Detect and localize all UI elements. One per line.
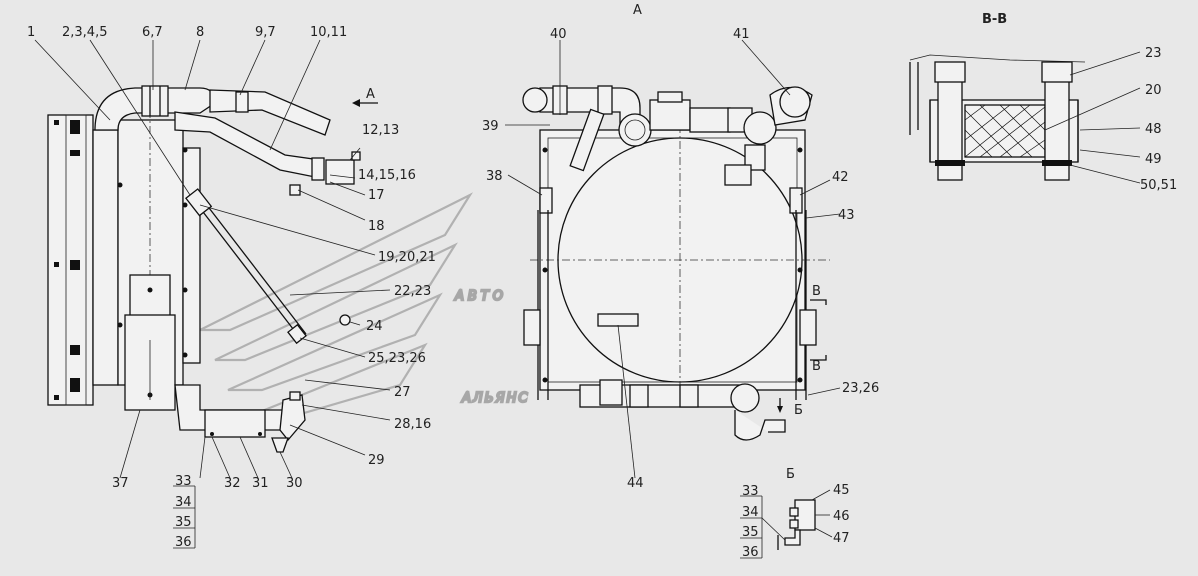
nut-24 [339,314,351,326]
callout-17: 17 [368,188,385,203]
callout-25-26: 25,23,26 [368,351,426,366]
arrow-v-lower: В [812,359,821,374]
callout-35: 35 [175,515,192,530]
drain-cock [271,437,289,453]
bracket-14 [325,159,355,185]
right-mount [799,309,817,346]
callout-41: 41 [733,27,750,42]
filler-neck [649,99,691,131]
callout-33: 33 [175,474,192,489]
callout-45: 45 [833,483,850,498]
sensor-head [185,188,213,217]
callout-2-5: 2,3,4,5 [62,25,107,40]
drain-elbow [279,394,306,442]
drain-pipe [734,410,786,441]
callout-23-26: 23,26 [842,381,879,396]
callout-12-13: 12,13 [362,123,399,138]
callout-8: 8 [196,25,204,40]
clip-18 [289,184,301,196]
callout-30: 30 [286,476,303,491]
section-vv [909,54,1086,181]
callout-27: 27 [394,385,411,400]
callout-1: 1 [27,25,35,40]
fan-shroud-plate [182,147,201,364]
side-view [47,85,361,453]
callout-10-11: 10,11 [310,25,347,40]
watermark: АВТО АЛЬЯНС [199,192,529,422]
callout-section-48: 48 [1145,122,1162,137]
watermark-line2: АЛЬЯНС [461,391,529,406]
callout-36: 36 [175,535,192,550]
callout-19-21: 19,20,21 [378,250,436,265]
callout-34: 34 [175,495,192,510]
insulator-pad [964,104,1046,158]
view-labels: А В-В Б А В В Б [352,3,1007,482]
radiator-frame [92,129,119,386]
callout-31: 31 [252,476,269,491]
callout-37: 37 [112,476,129,491]
detail-b [777,499,816,550]
insulator-hatch [964,104,1046,158]
bracket-38 [539,187,553,214]
radiator-fins [54,120,80,400]
drain-valve [730,383,760,413]
arrow-b-label: Б [794,403,803,418]
callout-detail-35: 35 [742,525,759,540]
outlet-right [743,111,777,145]
callout-46: 46 [833,509,850,524]
callout-38: 38 [486,169,503,184]
front-view-a [522,85,830,441]
callout-section-20: 20 [1145,83,1162,98]
arrow-a-label: А [366,87,375,102]
callout-9-7: 9,7 [255,25,276,40]
section-title: В-В [982,12,1007,27]
detail-b-label: Б [786,467,795,482]
arrow-v-upper: В [812,284,821,299]
callout-detail-34: 34 [742,505,759,520]
callout-28-16: 28,16 [394,417,431,432]
callout-section-49: 49 [1145,152,1162,167]
callout-47: 47 [833,531,850,546]
watermark-line1: АВТО [454,289,507,304]
sensor-rod [189,194,301,339]
callout-43: 43 [838,208,855,223]
callout-6-7: 6,7 [142,25,163,40]
sensor-44 [597,313,639,327]
callout-42: 42 [832,170,849,185]
callout-labels: 1 2,3,4,5 6,7 8 9,7 10,11 12,13 14,15,16… [27,25,1177,560]
view-a-label: А [633,3,642,18]
bracket-42 [789,187,803,214]
callout-29: 29 [368,453,385,468]
callout-detail-36: 36 [742,545,759,560]
callout-section-23: 23 [1145,46,1162,61]
watermark-logo-wings [199,192,474,422]
callout-section-50-51: 50,51 [1140,178,1177,193]
outlet-left [618,113,652,147]
callout-39: 39 [482,119,499,134]
callout-22-23: 22,23 [394,284,431,299]
callout-detail-33: 33 [742,484,759,499]
callout-44: 44 [627,476,644,491]
callout-24: 24 [366,319,383,334]
hose-40 [569,108,605,172]
leader-lines [34,39,1141,559]
callout-18: 18 [368,219,385,234]
callout-40: 40 [550,27,567,42]
pipe-coupling [204,409,266,438]
left-mount [523,309,541,346]
callout-14-16: 14,15,16 [358,168,416,183]
callout-32: 32 [224,476,241,491]
